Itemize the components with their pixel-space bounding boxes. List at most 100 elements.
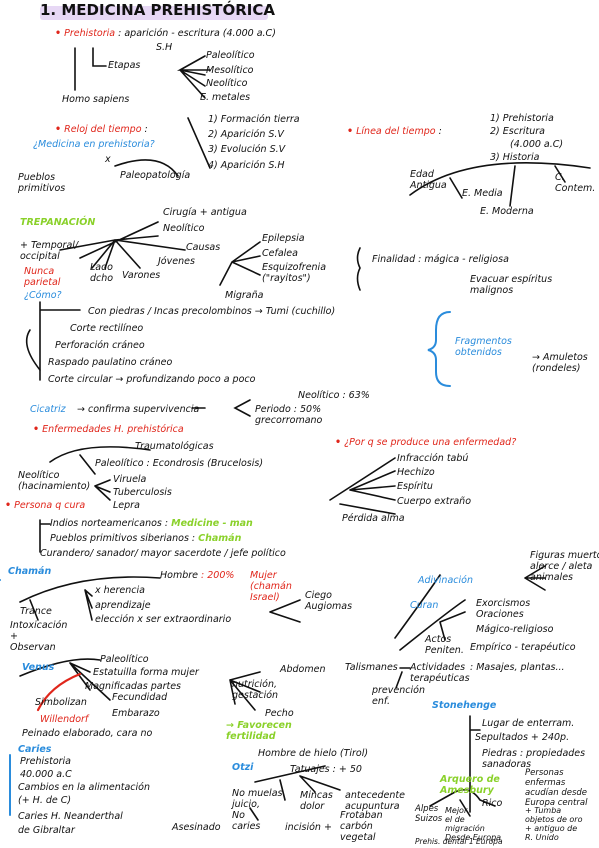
chaman-ciego: Ciego Augiomas — [305, 590, 353, 612]
chaman-mujer: Mujer (chamán Israel) — [250, 570, 292, 603]
como-item: Corte circular → profundizando poco a po… — [48, 374, 256, 385]
venus-pecho: Pecho — [265, 708, 294, 719]
venus-estatuilla: Estatuilla forma mujer — [93, 667, 199, 678]
enf-item: Tuberculosis — [113, 487, 172, 498]
venus-nutricion: nutrición, gestación — [232, 679, 279, 701]
curan-heading: Curan — [410, 600, 439, 611]
paleopatologia: Paleopatología — [120, 170, 191, 181]
trep-migrana: Migraña — [225, 290, 264, 301]
caries-heading: Caries — [18, 744, 52, 755]
stone-migracion: Mejor el de migración Desde Europa — [445, 806, 502, 842]
venus-simbolizan: Simbolizan — [35, 697, 87, 708]
sh-label: S.H — [156, 42, 173, 53]
enf-item: Lepra — [113, 500, 140, 511]
adiv-figuras: Figuras muertos, alerce / aleta animales — [530, 550, 599, 583]
chaman-heading: Chamán — [8, 566, 52, 577]
enf-trauma: Traumatológicas — [135, 441, 214, 452]
cicatriz-periodo: Periodo : 50% grecorromano — [255, 404, 323, 426]
cirugia-antigua: Cirugía + antigua — [163, 207, 247, 218]
porque-item: Cuerpo extraño — [397, 496, 472, 507]
persona-l3: Curandero/ sanador/ mayor sacerdote / je… — [40, 548, 286, 559]
venus-paleo: Paleolítico — [100, 654, 149, 665]
reloj-item: 3) Evolución S.V — [208, 144, 286, 155]
venus-abdomen: Abdomen — [280, 664, 326, 675]
title-highlight — [40, 6, 268, 20]
etapa-item: Paleolítico — [206, 50, 255, 61]
stone-rico: Rico — [482, 798, 503, 809]
adiv-empirico: Empírico - terapéutico — [470, 642, 576, 653]
linea-item: 3) Historia — [490, 152, 540, 163]
venus-heading: Venus — [22, 662, 55, 673]
porque-item: Espíritu — [397, 481, 433, 492]
linea-line: • Línea del tiempo : — [347, 126, 442, 137]
reloj-line: • Reloj del tiempo : — [55, 124, 148, 135]
trep-neolitico: Neolítico — [163, 223, 205, 234]
stone-personas: Personas enfermas acudían desde Europa c… — [525, 768, 588, 808]
trep-finalidad: Finalidad : mágica - religiosa — [372, 254, 509, 265]
venus-embarazo: Embarazo — [112, 708, 160, 719]
fragmentos-obtenidos: Fragmentos obtenidos — [455, 336, 512, 358]
trep-nunca-parietal: Nunca parietal — [24, 266, 61, 288]
enf-line: • Enfermedades H. prehistórica — [33, 424, 184, 435]
chaman-eleccion: elección x ser extraordinario — [95, 614, 232, 625]
caries-item: 40.000 a.C — [20, 769, 72, 780]
trep-cefalea: Cefalea — [262, 248, 298, 259]
venus-peinado: Peinado elaborado, cara no — [22, 728, 153, 739]
cicatriz-neolitico: Neolítico : 63% — [298, 390, 370, 401]
etapa-item: E. metales — [200, 92, 251, 103]
chaman-aprendizaje: aprendizaje — [95, 600, 151, 611]
adiv-actos: Actos Peniten. — [425, 634, 464, 656]
otzi-acupuntura: antecedente acupuntura — [345, 790, 405, 812]
como-item: Perforación cráneo — [55, 340, 145, 351]
trep-como: ¿Cómo? — [24, 290, 62, 301]
trep-epilepsia: Epilepsia — [262, 233, 305, 244]
etapa-item: Mesolítico — [206, 65, 254, 76]
adivinacion-heading: Adivinación — [418, 575, 473, 586]
persona-l1: Indios norteamericanos : Medicine - man — [50, 518, 253, 529]
chaman-hombre: Hombre : 200% — [160, 570, 235, 581]
enf-item: Viruela — [113, 474, 147, 485]
caries-item: Prehistoria — [20, 756, 71, 767]
persona-l2: Pueblos primitivos siberianos : Chamán — [50, 533, 242, 544]
trep-evacuar: Evacuar espíritus malignos — [470, 274, 553, 296]
linea-item: 1) Prehistoria — [490, 113, 554, 124]
homo-sapiens: Homo sapiens — [62, 94, 130, 105]
enf-neolitico: Neolítico (hacinamiento) — [18, 470, 91, 492]
trep-lado: Lado dcho — [90, 262, 114, 284]
prehistoria-heading: Prehistoria — [64, 28, 116, 39]
etapa-item: Neolítico — [206, 78, 248, 89]
como-item: Raspado paulatino cráneo — [48, 357, 173, 368]
chaman-herencia: x herencia — [95, 585, 145, 596]
caries-item: Cambios en la alimentación — [18, 782, 150, 793]
stonehenge-heading: Stonehenge — [432, 700, 497, 711]
trep-varones: Varones — [122, 270, 161, 281]
como-item: Corte rectilíneo — [70, 323, 144, 334]
linea-item: (4.000 a.C) — [510, 139, 564, 150]
otzi-nomuelas: No muelas juicio, No caries — [232, 788, 283, 832]
otzi-carbon: Frotaban carbón vegetal — [340, 810, 383, 843]
stone-piedras: Piedras : propiedades sanadoras — [482, 748, 586, 770]
venus-magnificadas: Magnificadas partes — [85, 681, 181, 692]
edad-antigua: Edad Antigua — [410, 169, 447, 191]
trep-causas: Causas — [186, 242, 221, 253]
trep-temporal: + Temporal/ occipital — [20, 240, 79, 262]
como-item: Con piedras / Incas precolombinos → Tumi… — [88, 306, 336, 317]
edad-media: E. Media — [462, 188, 503, 199]
otzi-hombre: Hombre de hielo (Tirol) — [258, 748, 369, 759]
prevencion: prevención enf. — [372, 685, 425, 707]
porque-line: • ¿Por q se produce una enfermedad? — [335, 437, 517, 448]
stone-lugar: Lugar de enterram. — [482, 718, 575, 729]
chaman-intoxicacion: Intoxicación + Observan — [10, 620, 68, 653]
venus-favorecen: → Favorecen fertilidad — [226, 720, 292, 742]
otzi-asesinado: Asesinado — [172, 822, 221, 833]
prehistoria-line: • Prehistoria : aparición - escritura (4… — [55, 28, 276, 39]
otzi-incision: incisión + — [285, 822, 332, 833]
otzi-heading: Otzi — [232, 762, 254, 773]
linea-item: 2) Escritura — [490, 126, 545, 137]
edad-contemporanea: C. Contem. — [555, 172, 596, 194]
pueblos-primitivos: Pueblos primitivos — [18, 172, 66, 194]
caries-item: (+ H. de C) — [18, 795, 72, 806]
adiv-exorcismos: Exorcismos Oraciones — [476, 598, 531, 620]
etapas-label: Etapas — [108, 60, 141, 71]
